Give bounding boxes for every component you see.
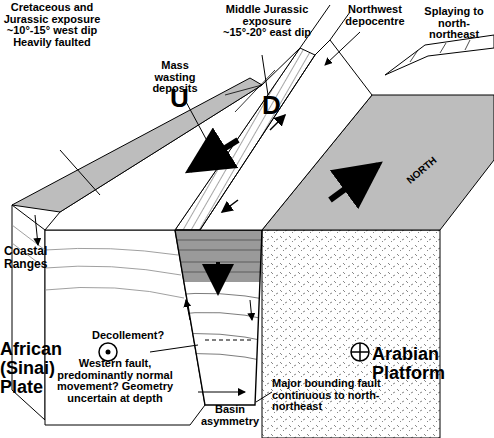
text-label: Splaying to north-northeast	[415, 6, 493, 41]
text-label: Cretaceous and Jurassic exposure ~10°-15…	[2, 2, 102, 48]
text-label: Decollement?	[92, 330, 192, 342]
text-label: Northwest depocentre	[335, 4, 415, 27]
text-label: D	[262, 92, 292, 119]
text-label: Western fault, predominantly normal move…	[40, 358, 190, 404]
text-label: Middle Jurassic exposure ~15°-20° east d…	[222, 4, 312, 39]
text-label: Major bounding fault continuous to north…	[272, 378, 382, 413]
text-label: U	[170, 85, 200, 112]
text-label: Coastal Ranges	[4, 245, 74, 270]
text-label: Basin asymmetry	[195, 404, 265, 427]
text-label: Arabian Platform	[372, 345, 492, 383]
